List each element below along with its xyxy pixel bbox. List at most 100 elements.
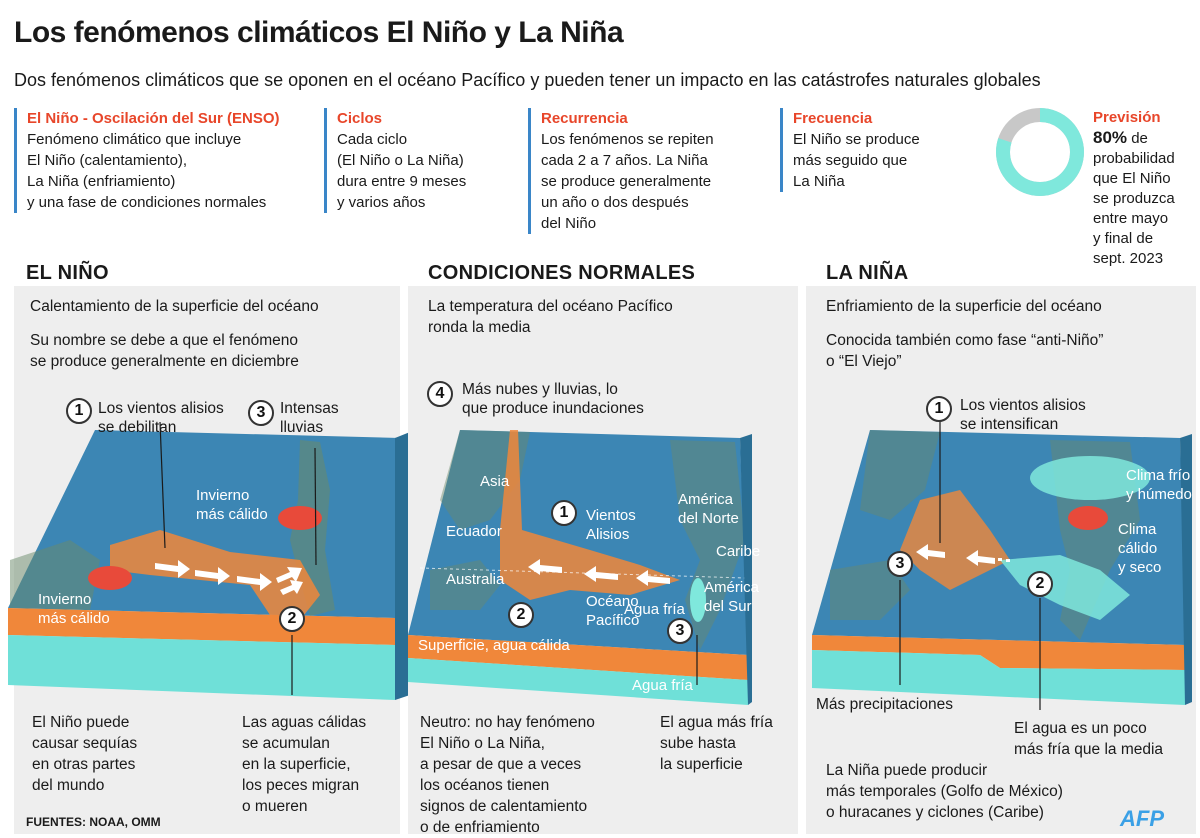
info-enso-line: La Niña (enfriamiento) <box>27 173 176 190</box>
prevision-percent-suffix: de <box>1127 130 1148 147</box>
label-agua-fria-bottom: Agua fría <box>632 677 693 694</box>
probability-donut <box>994 106 1086 198</box>
info-recurrencia-line: un año o dos después <box>541 194 689 211</box>
info-ciclos-line: (El Niño o La Niña) <box>337 152 464 169</box>
info-frecuencia-line: La Niña <box>793 173 845 190</box>
elnino-title: EL NIÑO <box>26 262 115 285</box>
warm-water-west <box>900 490 1010 590</box>
info-frecuencia: Frecuencia El Niño se produce más seguid… <box>780 108 920 192</box>
info-recurrencia-line: del Niño <box>541 215 597 232</box>
info-frecuencia-line: El Niño se produce <box>793 131 920 148</box>
lanina-step-3: 3 <box>887 551 913 577</box>
prevision-line: que El Niño <box>1093 170 1171 187</box>
lanina-step-1: 1 <box>926 396 952 422</box>
elnino-step-2: 2 <box>279 606 305 632</box>
info-prevision-heading: Previsión <box>1093 109 1161 126</box>
cold-upwelling <box>690 578 706 622</box>
donut-fill <box>996 108 1084 196</box>
lanina-desc-line: Conocida también como fase “anti-Niño”o … <box>826 332 1104 370</box>
elnino-step-1: 1 <box>66 398 92 424</box>
ocean-surface <box>408 430 748 655</box>
info-ciclos: Ciclos Cada ciclo (El Niño o La Niña) du… <box>324 108 466 213</box>
warm-spot-south <box>88 566 132 590</box>
prevision-line: sept. 2023 <box>1093 250 1164 267</box>
info-enso-line: Fenómeno climático que incluye <box>27 131 242 148</box>
americas-land <box>670 440 745 650</box>
info-ciclos-heading: Ciclos <box>337 110 383 127</box>
australia-land <box>830 560 910 620</box>
cold-humid-zone <box>1030 456 1150 500</box>
label-caribe: Caribe <box>716 543 761 560</box>
asia-land <box>860 430 940 520</box>
info-enso-line: El Niño (calentamiento), <box>27 152 188 169</box>
normal-step-1: 1 <box>551 500 577 526</box>
elnino-desc-line: se produce generalmente en diciembre <box>30 353 299 370</box>
afp-logo: AFP <box>1120 806 1164 832</box>
lanina-title: LA NIÑA <box>826 262 915 285</box>
info-enso-line: y una fase de condiciones normales <box>27 194 267 211</box>
lanina-step-2: 2 <box>1027 571 1053 597</box>
warm-layer <box>408 635 748 680</box>
prevision-line: se produzca <box>1093 190 1175 207</box>
info-frecuencia-line: más seguido que <box>793 152 908 169</box>
label-ecuador: Ecuador <box>446 523 502 540</box>
label-asia: Asia <box>480 473 510 490</box>
prevision-line: entre mayo <box>1093 210 1169 227</box>
cold-layer <box>408 658 748 705</box>
elnino-desc-line: Su nombre se debe a que el fenómeno <box>30 332 298 349</box>
cold-layer <box>8 635 395 700</box>
info-recurrencia-heading: Recurrencia <box>541 110 628 127</box>
wind-arrows <box>916 544 1010 566</box>
australia-land <box>430 560 500 610</box>
map-side <box>740 434 752 705</box>
warm-water-blob <box>500 430 680 600</box>
label-australia: Australia <box>446 571 505 588</box>
wind-arrows <box>155 560 303 595</box>
normal-map <box>408 430 752 705</box>
info-recurrencia-line: se produce generalmente <box>541 173 712 190</box>
normal-step-2: 2 <box>508 602 534 628</box>
info-enso: El Niño - Oscilación del Sur (ENSO) Fenó… <box>14 108 280 213</box>
wind-arrows <box>528 559 670 586</box>
info-frecuencia-heading: Frecuencia <box>793 110 873 127</box>
cold-water-east <box>1000 555 1130 620</box>
elnino-desc: Calentamiento de la superficie del océan… <box>30 298 319 315</box>
elnino-map <box>8 421 410 700</box>
info-ciclos-line: Cada ciclo <box>337 131 408 148</box>
normal-title: CONDICIONES NORMALES <box>428 262 702 285</box>
normal-step-3: 3 <box>667 618 693 644</box>
info-ciclos-line: dura entre 9 meses <box>337 173 467 190</box>
lanina-mas-precip: Más precipitaciones <box>816 696 953 713</box>
info-enso-heading: El Niño - Oscilación del Sur (ENSO) <box>27 110 280 127</box>
info-recurrencia: Recurrencia Los fenómenos se repiten cad… <box>528 108 714 234</box>
info-recurrencia-line: Los fenómenos se repiten <box>541 131 714 148</box>
lanina-desc: Enfriamiento de la superficie del océano <box>826 298 1102 315</box>
afp-logo-text: AFP <box>1120 806 1164 831</box>
page-title: Los fenómenos climáticos El Niño y La Ni… <box>14 16 624 49</box>
info-ciclos-line: y varios años <box>337 194 426 211</box>
elnino-step-3: 3 <box>248 400 274 426</box>
map-side <box>395 432 410 700</box>
sources: FUENTES: NOAA, OMM <box>26 815 161 829</box>
australia-land <box>10 540 100 610</box>
page-subtitle: Dos fenómenos climáticos que se oponen e… <box>14 70 1041 90</box>
info-prevision: Previsión 80% de probabilidad que El Niñ… <box>1093 108 1175 269</box>
